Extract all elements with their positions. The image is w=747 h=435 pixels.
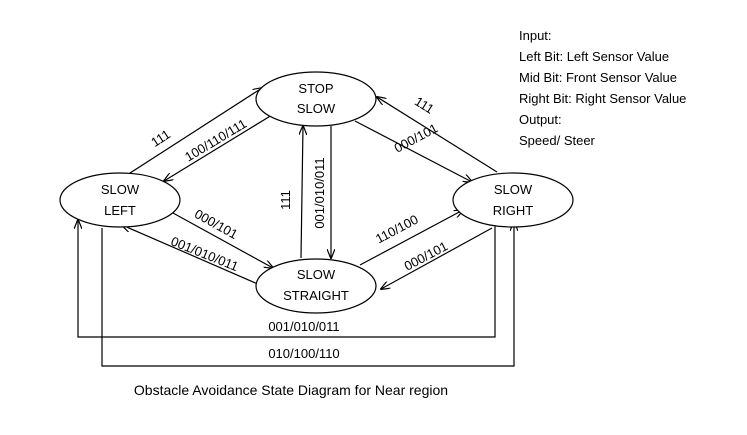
label-straight-to-right: 110/100 bbox=[373, 212, 421, 247]
state-slow-right: SLOW RIGHT bbox=[452, 172, 574, 228]
state-slow-left-line1: SLOW bbox=[101, 182, 140, 197]
edge-right-to-straight bbox=[381, 227, 493, 289]
edge-stop-to-left bbox=[164, 114, 273, 181]
state-slow-straight-shape bbox=[255, 258, 377, 314]
edge-left-to-stop bbox=[126, 88, 262, 176]
state-slow-left: SLOW LEFT bbox=[59, 172, 181, 228]
legend: Input: Left Bit: Left Sensor Value Mid B… bbox=[519, 28, 686, 148]
label-straight-to-stop: 111 bbox=[278, 190, 293, 210]
edge-right-to-left-bottom bbox=[78, 220, 496, 338]
edge-left-to-straight bbox=[172, 212, 273, 268]
state-slow-left-shape bbox=[59, 172, 181, 228]
legend-right-bit: Right Bit: Right Sensor Value bbox=[519, 91, 686, 106]
edge-stop-to-right bbox=[354, 120, 472, 182]
state-slow-right-shape bbox=[452, 172, 574, 228]
state-slow-straight-line1: SLOW bbox=[297, 267, 336, 282]
label-left-to-stop: 111 bbox=[148, 127, 173, 150]
edge-left-to-right-bottom bbox=[101, 222, 514, 367]
label-right-to-straight: 000/101 bbox=[402, 238, 451, 273]
label-right-to-stop: 111 bbox=[412, 94, 437, 117]
state-slow-left-line2: LEFT bbox=[104, 203, 136, 218]
edge-straight-to-stop bbox=[301, 126, 303, 259]
edge-straight-to-right bbox=[359, 210, 463, 266]
state-slow-straight-line2: STRAIGHT bbox=[283, 288, 349, 303]
legend-output-value: Speed/ Steer bbox=[519, 133, 596, 148]
legend-mid-bit: Mid Bit: Front Sensor Value bbox=[519, 70, 677, 85]
legend-left-bit: Left Bit: Left Sensor Value bbox=[519, 49, 669, 64]
label-stop-to-straight: 001/010/011 bbox=[312, 157, 327, 228]
label-stop-to-right: 000/101 bbox=[392, 120, 441, 155]
state-stop-slow-shape bbox=[255, 71, 377, 127]
state-stop-slow-line2: SLOW bbox=[297, 101, 336, 116]
label-right-to-left-bottom: 001/010/011 bbox=[268, 319, 339, 334]
edge-right-to-stop bbox=[377, 97, 498, 173]
state-slow-right-line1: SLOW bbox=[494, 182, 533, 197]
label-left-to-right-bottom: 010/100/110 bbox=[268, 346, 339, 361]
label-stop-to-left: 100/110/111 bbox=[182, 116, 249, 165]
state-slow-right-line2: RIGHT bbox=[493, 203, 534, 218]
legend-output-heading: Output: bbox=[519, 112, 562, 127]
diagram-caption: Obstacle Avoidance State Diagram for Nea… bbox=[134, 382, 448, 398]
state-slow-straight: SLOW STRAIGHT bbox=[255, 258, 377, 314]
legend-input-heading: Input: bbox=[519, 28, 552, 43]
state-stop-slow-line1: STOP bbox=[298, 81, 333, 96]
state-stop-slow: STOP SLOW bbox=[255, 71, 377, 127]
